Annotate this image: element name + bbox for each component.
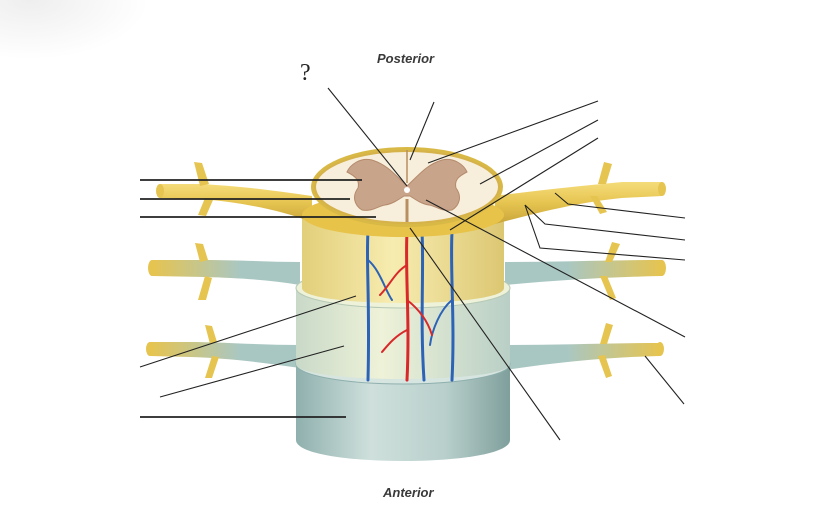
upper-right-spinal-nerve xyxy=(495,162,666,224)
leader-line-right-2 xyxy=(479,119,599,185)
question-mark-label: ? xyxy=(300,60,311,86)
leader-line-bottom xyxy=(409,227,561,441)
pia-mater xyxy=(302,215,504,303)
leader-line-top-center xyxy=(409,101,435,161)
gray-matter xyxy=(346,158,468,211)
leader-line-right-1 xyxy=(427,100,599,164)
anterior-label: Anterior xyxy=(383,485,434,500)
leader-line-right-3 xyxy=(449,137,599,231)
leader-line-left-4 xyxy=(139,295,357,368)
posterior-label: Posterior xyxy=(377,51,435,66)
leader-line-right-6 xyxy=(524,204,686,261)
leader-line-right-5 xyxy=(524,204,686,241)
leader-line-right-4 xyxy=(554,192,686,219)
leader-lines xyxy=(139,87,686,441)
leader-line-right-8 xyxy=(644,355,685,405)
leader-line-left-5 xyxy=(159,345,345,398)
lower-left-spinal-nerve xyxy=(146,325,300,378)
spinal-cord-cross-section xyxy=(302,147,504,237)
upper-left-spinal-nerve xyxy=(156,162,312,222)
leader-line-right-7 xyxy=(425,199,686,338)
leader-line-question xyxy=(327,87,408,187)
middle-left-spinal-nerve xyxy=(148,243,300,300)
corner-shadow xyxy=(0,0,150,60)
lower-right-spinal-nerve xyxy=(505,323,664,378)
middle-right-spinal-nerve xyxy=(505,242,666,300)
